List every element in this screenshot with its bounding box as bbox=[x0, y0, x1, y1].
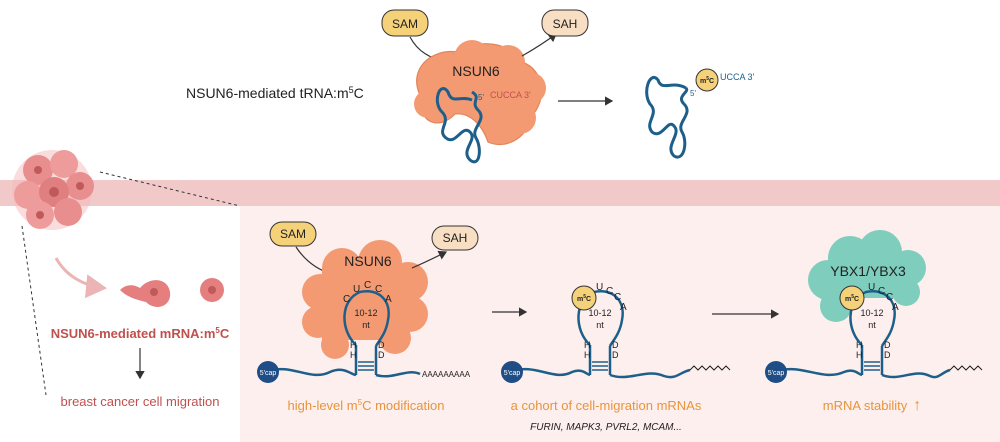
svg-text:H: H bbox=[584, 340, 591, 350]
cap-panel2: 5'cap bbox=[501, 361, 523, 383]
ybx-reader-protein: YBX1/YBX3 bbox=[808, 230, 926, 322]
migration-outcome: breast cancer cell migration bbox=[61, 394, 220, 409]
svg-text:5'cap: 5'cap bbox=[504, 370, 521, 377]
svg-text:C: C bbox=[606, 286, 613, 297]
svg-text:A: A bbox=[892, 302, 899, 313]
cap-panel3: 5'cap bbox=[765, 361, 787, 383]
polya-tail-panel2 bbox=[689, 365, 731, 371]
sam-badge-top: SAM bbox=[381, 9, 429, 37]
svg-text:10-12: 10-12 bbox=[588, 308, 611, 318]
svg-text:YBX1/YBX3: YBX1/YBX3 bbox=[830, 263, 906, 279]
sam-badge-panel1: SAM bbox=[269, 221, 317, 247]
m5c-badge-trna: m5C bbox=[695, 68, 719, 92]
svg-text:A: A bbox=[385, 294, 392, 305]
zoom-line-top bbox=[99, 171, 241, 207]
mrna-strand-panel2 bbox=[511, 367, 691, 379]
up-arrow-icon: ↑ bbox=[913, 397, 921, 414]
caption-panel1: high-level m5C modification bbox=[288, 398, 445, 413]
svg-text:nt: nt bbox=[868, 320, 876, 330]
svg-text:D: D bbox=[884, 350, 891, 360]
svg-text:D: D bbox=[378, 340, 385, 350]
divider-band bbox=[0, 180, 1000, 206]
svg-text:U: U bbox=[353, 284, 360, 295]
svg-text:A: A bbox=[620, 302, 627, 313]
svg-text:H: H bbox=[350, 350, 357, 360]
polya-panel1: AAAAAAAAA bbox=[422, 370, 471, 379]
svg-text:nt: nt bbox=[362, 320, 370, 330]
svg-text:D: D bbox=[378, 350, 385, 360]
svg-text:SAM: SAM bbox=[280, 227, 306, 241]
svg-text:C: C bbox=[364, 280, 371, 291]
trna-strand-methylated bbox=[645, 76, 689, 159]
svg-text:C: C bbox=[375, 284, 382, 295]
svg-text:m5C: m5C bbox=[700, 76, 714, 85]
tumor-cell-cluster bbox=[12, 150, 94, 230]
sah-arrow-top bbox=[521, 33, 557, 57]
svg-text:5': 5' bbox=[478, 93, 484, 102]
svg-text:U: U bbox=[868, 282, 875, 293]
cap-panel1: 5'cap bbox=[257, 361, 279, 383]
svg-text:SAH: SAH bbox=[553, 17, 578, 31]
m5c-badge-panel3: m5C bbox=[839, 285, 865, 311]
svg-text:UCCA 3': UCCA 3' bbox=[720, 72, 755, 82]
svg-text:U: U bbox=[596, 282, 603, 293]
sah-badge-panel1: SAH bbox=[431, 225, 479, 251]
svg-text:nt: nt bbox=[596, 320, 604, 330]
svg-text:SAM: SAM bbox=[392, 17, 418, 31]
polya-tail-panel3 bbox=[949, 365, 983, 371]
svg-text:H: H bbox=[584, 350, 591, 360]
migrating-cells bbox=[120, 278, 224, 307]
svg-text:SAH: SAH bbox=[443, 231, 468, 245]
svg-text:NSUN6: NSUN6 bbox=[452, 63, 500, 79]
trna-title: NSUN6-mediated tRNA:m5C bbox=[186, 85, 364, 101]
caption-panel2: a cohort of cell-migration mRNAs bbox=[511, 398, 702, 413]
svg-text:C: C bbox=[343, 294, 350, 305]
mrna-strand-panel1 bbox=[267, 367, 421, 378]
trna-strand-bound bbox=[435, 87, 483, 164]
svg-text:D: D bbox=[612, 340, 619, 350]
svg-text:5': 5' bbox=[690, 89, 696, 98]
svg-text:H: H bbox=[856, 340, 863, 350]
svg-text:10-12: 10-12 bbox=[354, 308, 377, 318]
svg-text:C: C bbox=[614, 292, 621, 303]
svg-text:NSUN6: NSUN6 bbox=[344, 253, 392, 269]
hairpin-panel1: C U C C A 10-12 nt H H D D bbox=[343, 280, 392, 375]
m5c-badge-panel2: m5C bbox=[571, 285, 597, 311]
nsun6-enzyme-top: NSUN6 bbox=[414, 40, 546, 146]
svg-text:D: D bbox=[884, 340, 891, 350]
hairpin-panel3: U C C A 10-12 nt H H D D bbox=[849, 282, 899, 375]
svg-text:m5C: m5C bbox=[845, 294, 859, 303]
svg-text:CUCCA 3': CUCCA 3' bbox=[490, 90, 531, 100]
zoom-line-bottom bbox=[21, 225, 47, 396]
nsun6-enzyme-panel1: NSUN6 bbox=[302, 240, 428, 359]
svg-text:5'cap: 5'cap bbox=[768, 370, 785, 377]
mrna-m5c-label: NSUN6-mediated mRNA:m5C bbox=[51, 326, 230, 341]
migration-arrow bbox=[54, 257, 107, 299]
caption-panel3: mRNA stability↑ bbox=[823, 397, 922, 414]
mrna-strand-panel3 bbox=[775, 367, 951, 379]
svg-text:H: H bbox=[856, 350, 863, 360]
svg-text:m5C: m5C bbox=[577, 294, 591, 303]
sah-badge-top: SAH bbox=[541, 9, 589, 37]
svg-text:5'cap: 5'cap bbox=[260, 370, 277, 377]
gene-list-panel2: FURIN, MAPK3, PVRL2, MCAM... bbox=[530, 422, 682, 433]
svg-text:C: C bbox=[886, 292, 893, 303]
svg-text:10-12: 10-12 bbox=[860, 308, 883, 318]
svg-text:H: H bbox=[350, 340, 357, 350]
hairpin-panel2: U C C A 10-12 nt H H D D bbox=[577, 282, 627, 375]
svg-text:C: C bbox=[878, 286, 885, 297]
sah-arrow-panel1 bbox=[411, 250, 448, 269]
svg-text:D: D bbox=[612, 350, 619, 360]
